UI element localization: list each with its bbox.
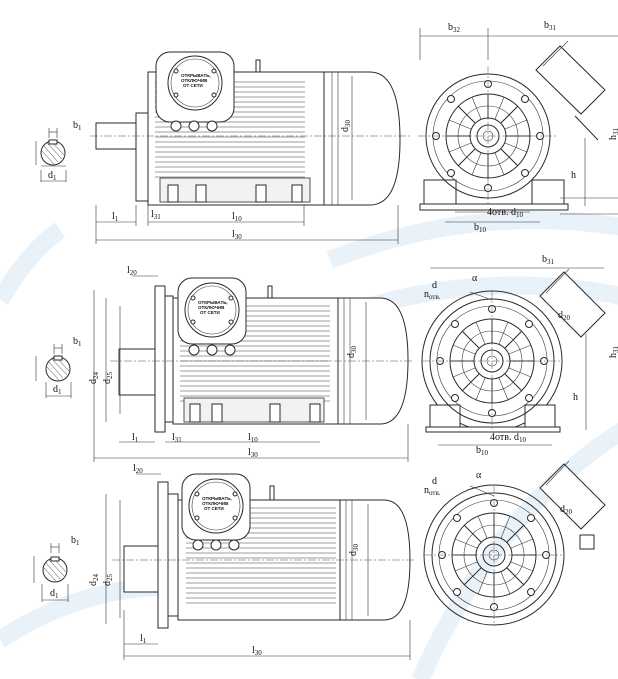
label-d1-c: d1 [50, 588, 59, 600]
svg-text:ОТ СЕТИ: ОТ СЕТИ [200, 310, 220, 315]
label-d1-a: d1 [48, 170, 57, 182]
label-l20-c: l20 [133, 463, 143, 475]
label-h-b: h [573, 392, 578, 403]
label-b10-a: b10 [474, 222, 487, 234]
label-alpha-c: α [476, 470, 482, 481]
label-d30-c: d30 [348, 544, 360, 557]
label-d30-b: d30 [346, 346, 358, 359]
label-d-c: d [432, 476, 437, 487]
label-d24-b: d24 [88, 372, 100, 385]
label-l1-b: l1 [132, 432, 139, 444]
labels-row-1: b1 d1 l1 l31 l10 l30 d30 b32 b31 h h31 4… [48, 20, 618, 241]
shaft-section-1 [40, 139, 66, 166]
label-l30-a: l30 [232, 229, 242, 241]
label-h31-a: h31 [608, 128, 618, 141]
label-l20-b: l20 [127, 265, 137, 277]
shaft-dims-1 [35, 128, 67, 182]
label-l31-b: l31 [172, 432, 182, 444]
shaft-dims-3 [33, 543, 69, 602]
nameplate-2: ОТКРЫВАТЬ, ОТКЛЮЧИВ ОТ СЕТИ [198, 300, 228, 315]
label-b1-b: b1 [73, 336, 82, 348]
side-dims-2 [93, 275, 409, 462]
label-n-b: nотв. [424, 289, 441, 301]
svg-text:ОТКЛЮЧИВ: ОТКЛЮЧИВ [202, 501, 229, 506]
label-b31-b: b31 [542, 254, 555, 266]
label-l1-a: l1 [112, 211, 119, 223]
label-d20-b: d20 [558, 310, 571, 322]
shaft-dims-2 [35, 344, 72, 398]
labels-row-2: l20 b1 d1 d24 d25 l1 l31 l10 l30 d30 d n… [53, 254, 618, 459]
svg-text:ОТКЛЮЧИВ: ОТКЛЮЧИВ [181, 78, 208, 83]
end-view-3 [423, 460, 606, 626]
end-view-1 [417, 28, 618, 223]
label-d30-a: d30 [340, 120, 352, 133]
svg-text:ОТКЛЮЧИВ: ОТКЛЮЧИВ [198, 305, 225, 310]
svg-text:ОТ СЕТИ: ОТ СЕТИ [183, 83, 203, 88]
label-n-c: nотв. [424, 485, 441, 497]
side-view-1 [90, 51, 410, 206]
label-l1-c: l1 [140, 633, 147, 645]
nameplate-3: ОТКРЫВАТЬ, ОТКЛЮЧИВ ОТ СЕТИ [202, 496, 232, 511]
label-d1-b: d1 [53, 384, 62, 396]
label-b10-b: b10 [476, 445, 489, 457]
label-l30-b: l30 [248, 447, 258, 459]
label-l10-b: l10 [248, 432, 258, 444]
svg-text:ОТКРЫВАТЬ,: ОТКРЫВАТЬ, [181, 73, 211, 78]
svg-text:ОТ СЕТИ: ОТ СЕТИ [204, 506, 224, 511]
side-view-2 [110, 277, 414, 433]
label-d24-c: d24 [88, 574, 100, 587]
label-h31-b: h31 [608, 346, 618, 359]
end-view-2 [421, 267, 606, 446]
label-l10-a: l10 [232, 211, 242, 223]
label-d-b: d [432, 280, 437, 291]
label-holes-b: 4отв. d10 [490, 432, 526, 444]
side-view-3 [112, 473, 416, 629]
label-holes-a: 4отв. d10 [487, 207, 523, 219]
shaft-section-2 [45, 355, 71, 382]
labels-row-3: l20 b1 d1 d24 d25 l1 l30 d30 d nотв. α d… [50, 463, 573, 657]
label-b1-a: b1 [73, 120, 82, 132]
label-h: h [571, 170, 576, 181]
label-b32: b32 [448, 22, 461, 34]
label-b31-a: b31 [544, 20, 557, 32]
label-d25-c: d25 [102, 574, 114, 587]
label-d20-c: d20 [560, 504, 573, 516]
label-alpha-b: α [472, 273, 478, 284]
label-l31-a: l31 [151, 209, 161, 221]
nameplate-1: ОТКРЫВАТЬ, ОТКЛЮЧИВ ОТ СЕТИ [181, 73, 211, 88]
label-b1-c: b1 [71, 535, 80, 547]
svg-text:ОТКРЫВАТЬ,: ОТКРЫВАТЬ, [198, 300, 228, 305]
side-dims-3 [105, 473, 411, 660]
side-dims-1 [95, 76, 399, 244]
svg-text:ОТКРЫВАТЬ,: ОТКРЫВАТЬ, [202, 496, 232, 501]
shaft-section-3 [42, 556, 68, 583]
label-d25-b: d25 [102, 372, 114, 385]
label-l30-c: l30 [252, 645, 262, 657]
